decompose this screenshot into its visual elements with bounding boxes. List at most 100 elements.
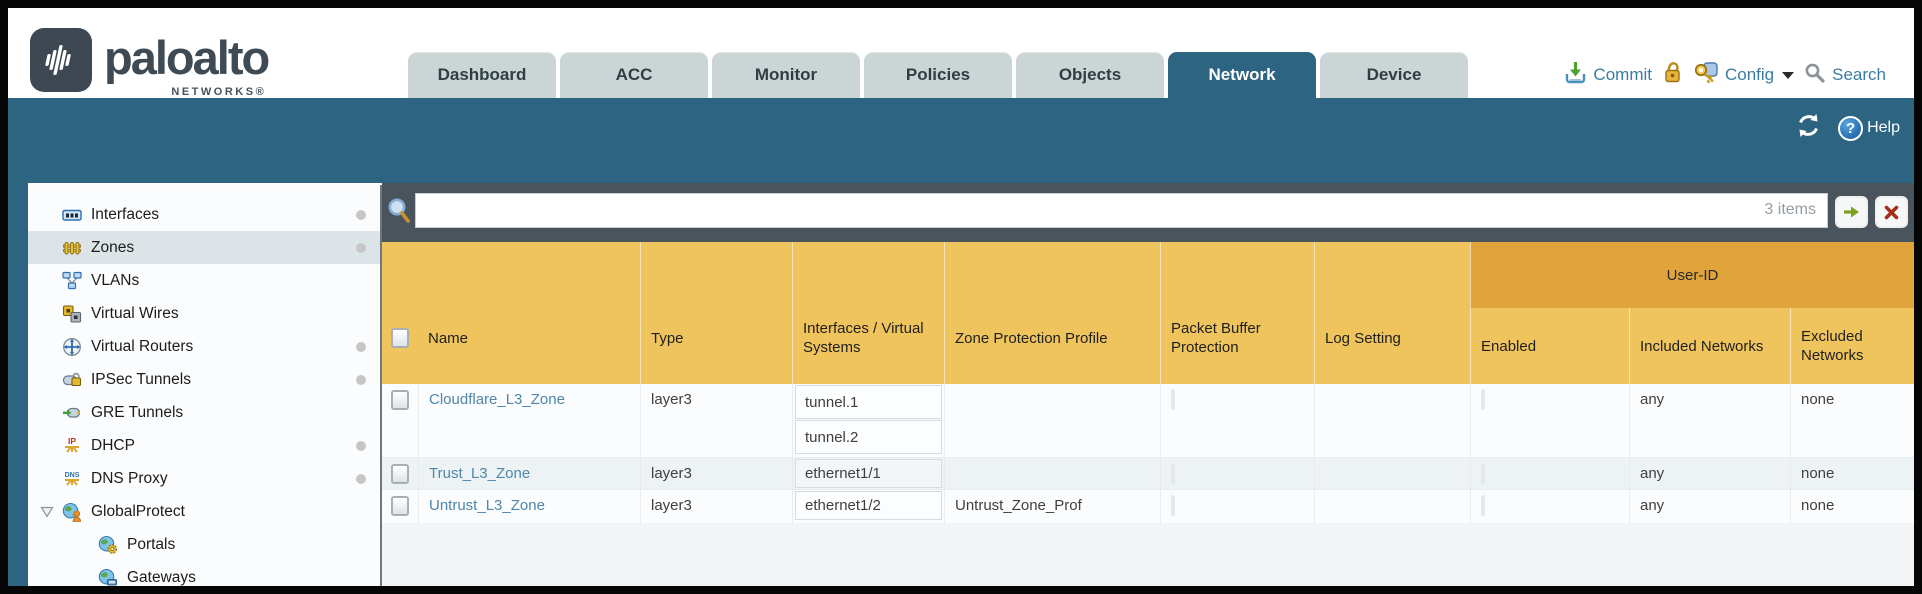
config-label: Config	[1724, 65, 1775, 84]
interface-entry: ethernet1/2	[795, 491, 942, 520]
clear-filter-button[interactable]	[1875, 196, 1908, 228]
sidebar-item-gateways[interactable]: Gateways	[28, 561, 380, 586]
dns-proxy-icon: DNS	[62, 469, 82, 489]
log-setting-cell	[1314, 458, 1470, 489]
sidebar-item-portals[interactable]: Portals	[28, 528, 380, 561]
tab-monitor[interactable]: Monitor	[712, 52, 860, 98]
row-checkbox[interactable]	[391, 464, 409, 484]
excluded-networks-cell: none	[1790, 490, 1914, 523]
tab-policies[interactable]: Policies	[864, 52, 1012, 98]
packet-buffer-protection-checkbox[interactable]	[1171, 495, 1175, 516]
browser-content: paloalto NETWORKS® Dashboard ACC Monitor…	[8, 8, 1914, 586]
column-header-included-networks[interactable]: Included Networks	[1629, 308, 1790, 384]
filter-bar: 3 items	[382, 183, 1914, 242]
user-id-group-header: User-ID	[1470, 242, 1914, 308]
packet-buffer-protection-checkbox[interactable]	[1171, 463, 1175, 484]
column-header-log-setting[interactable]: Log Setting	[1314, 242, 1470, 384]
item-status-dot	[356, 243, 366, 253]
sidebar-item-label: DNS Proxy	[91, 469, 168, 487]
column-header-packet-buffer-protection[interactable]: Packet Buffer Protection	[1160, 242, 1314, 384]
sidebar-item-virtual-routers[interactable]: Virtual Routers	[28, 330, 380, 363]
column-header-type[interactable]: Type	[640, 242, 792, 384]
user-id-enabled-checkbox[interactable]	[1481, 495, 1485, 516]
search-magnifier-icon	[1804, 62, 1826, 89]
commit-button[interactable]: Commit	[1564, 60, 1652, 90]
table-row: Cloudflare_L3_Zone layer3 tunnel.1 tunne…	[382, 384, 1914, 457]
svg-text:IP: IP	[68, 436, 76, 446]
sidebar-item-label: Virtual Routers	[91, 337, 194, 355]
zone-protection-profile-cell	[944, 384, 1160, 457]
lock-icon[interactable]	[1662, 60, 1683, 90]
table-row: Trust_L3_Zone layer3 ethernet1/1 any non…	[382, 457, 1914, 490]
zone-name-link[interactable]: Cloudflare_L3_Zone	[429, 391, 565, 408]
column-header-interfaces[interactable]: Interfaces / Virtual Systems	[792, 242, 944, 384]
row-checkbox[interactable]	[391, 496, 409, 516]
help-button[interactable]: ? Help	[1838, 115, 1900, 141]
virtual-wires-icon	[62, 304, 82, 324]
column-header-zone-protection-profile[interactable]: Zone Protection Profile	[944, 242, 1160, 384]
zone-interfaces-cell: ethernet1/1	[792, 458, 944, 489]
sidebar-item-dhcp[interactable]: IP DHCP	[28, 429, 380, 462]
expander-triangle-icon[interactable]	[40, 505, 54, 518]
zone-name-link[interactable]: Trust_L3_Zone	[429, 465, 531, 482]
tab-network[interactable]: Network	[1168, 52, 1316, 98]
zone-interfaces-cell: ethernet1/2	[792, 490, 944, 523]
global-search-button[interactable]: Search	[1804, 62, 1886, 89]
select-all-checkbox[interactable]	[391, 328, 409, 348]
included-networks-cell: any	[1629, 384, 1790, 457]
excluded-networks-cell: none	[1790, 458, 1914, 489]
paloalto-soundwave-icon	[30, 28, 92, 92]
help-label: Help	[1867, 119, 1900, 136]
item-status-dot	[356, 441, 366, 451]
column-header-excluded-networks[interactable]: Excluded Networks	[1790, 308, 1914, 384]
config-menu-button[interactable]: Config	[1693, 61, 1795, 90]
sidebar-item-dns-proxy[interactable]: DNS DNS Proxy	[28, 462, 380, 495]
network-sidebar: Interfaces Zones	[28, 185, 382, 586]
zone-filter-input[interactable]	[415, 193, 1828, 228]
zone-type-cell: layer3	[640, 458, 792, 489]
header-toolbar: Commit Config	[1564, 56, 1886, 94]
config-caret-icon	[1782, 71, 1795, 79]
column-header-name[interactable]: Name	[428, 329, 469, 347]
column-header-enabled[interactable]: Enabled	[1470, 308, 1629, 384]
portals-icon	[98, 535, 118, 555]
zone-protection-profile-cell	[944, 458, 1160, 489]
ipsec-tunnels-icon	[62, 370, 82, 390]
user-id-enabled-checkbox[interactable]	[1481, 389, 1485, 410]
sidebar-item-label: GlobalProtect	[91, 502, 185, 520]
sidebar-item-label: GRE Tunnels	[91, 403, 184, 421]
sidebar-item-virtual-wires[interactable]: Virtual Wires	[28, 297, 380, 330]
gateways-icon	[98, 568, 118, 587]
packet-buffer-protection-checkbox[interactable]	[1171, 389, 1175, 410]
item-status-dot	[356, 375, 366, 385]
log-setting-cell	[1314, 490, 1470, 523]
tab-objects[interactable]: Objects	[1016, 52, 1164, 98]
refresh-icon[interactable]	[1795, 112, 1822, 144]
logo-wordmark: paloalto	[104, 31, 270, 84]
apply-filter-arrow-icon	[1844, 206, 1859, 218]
zones-content: 3 items Name Type Interfaces / Virtual	[382, 183, 1914, 586]
zone-name-link[interactable]: Untrust_L3_Zone	[429, 497, 545, 514]
tab-dashboard[interactable]: Dashboard	[408, 52, 556, 98]
sidebar-item-interfaces[interactable]: Interfaces	[28, 198, 380, 231]
sidebar-item-vlans[interactable]: VLANs	[28, 264, 380, 297]
apply-filter-button[interactable]	[1835, 196, 1868, 228]
interfaces-icon	[62, 205, 82, 225]
header-checkbox-cell	[382, 242, 418, 384]
sidebar-item-label: Gateways	[127, 568, 196, 586]
log-setting-cell	[1314, 384, 1470, 457]
sidebar-item-globalprotect[interactable]: GlobalProtect	[28, 495, 380, 528]
sidebar-item-gre-tunnels[interactable]: GRE Tunnels	[28, 396, 380, 429]
tab-device[interactable]: Device	[1320, 52, 1468, 98]
row-checkbox[interactable]	[391, 390, 409, 410]
dhcp-icon: IP	[62, 436, 82, 456]
sidebar-item-label: IPSec Tunnels	[91, 370, 191, 388]
logo-networks-label: NETWORKS®	[171, 86, 267, 98]
tab-acc[interactable]: ACC	[560, 52, 708, 98]
sidebar-item-label: VLANs	[91, 271, 140, 289]
zones-icon	[62, 238, 82, 258]
user-id-enabled-checkbox[interactable]	[1481, 463, 1485, 484]
sidebar-item-ipsec-tunnels[interactable]: IPSec Tunnels	[28, 363, 380, 396]
sidebar-item-zones[interactable]: Zones	[28, 231, 380, 264]
included-networks-cell: any	[1629, 458, 1790, 489]
